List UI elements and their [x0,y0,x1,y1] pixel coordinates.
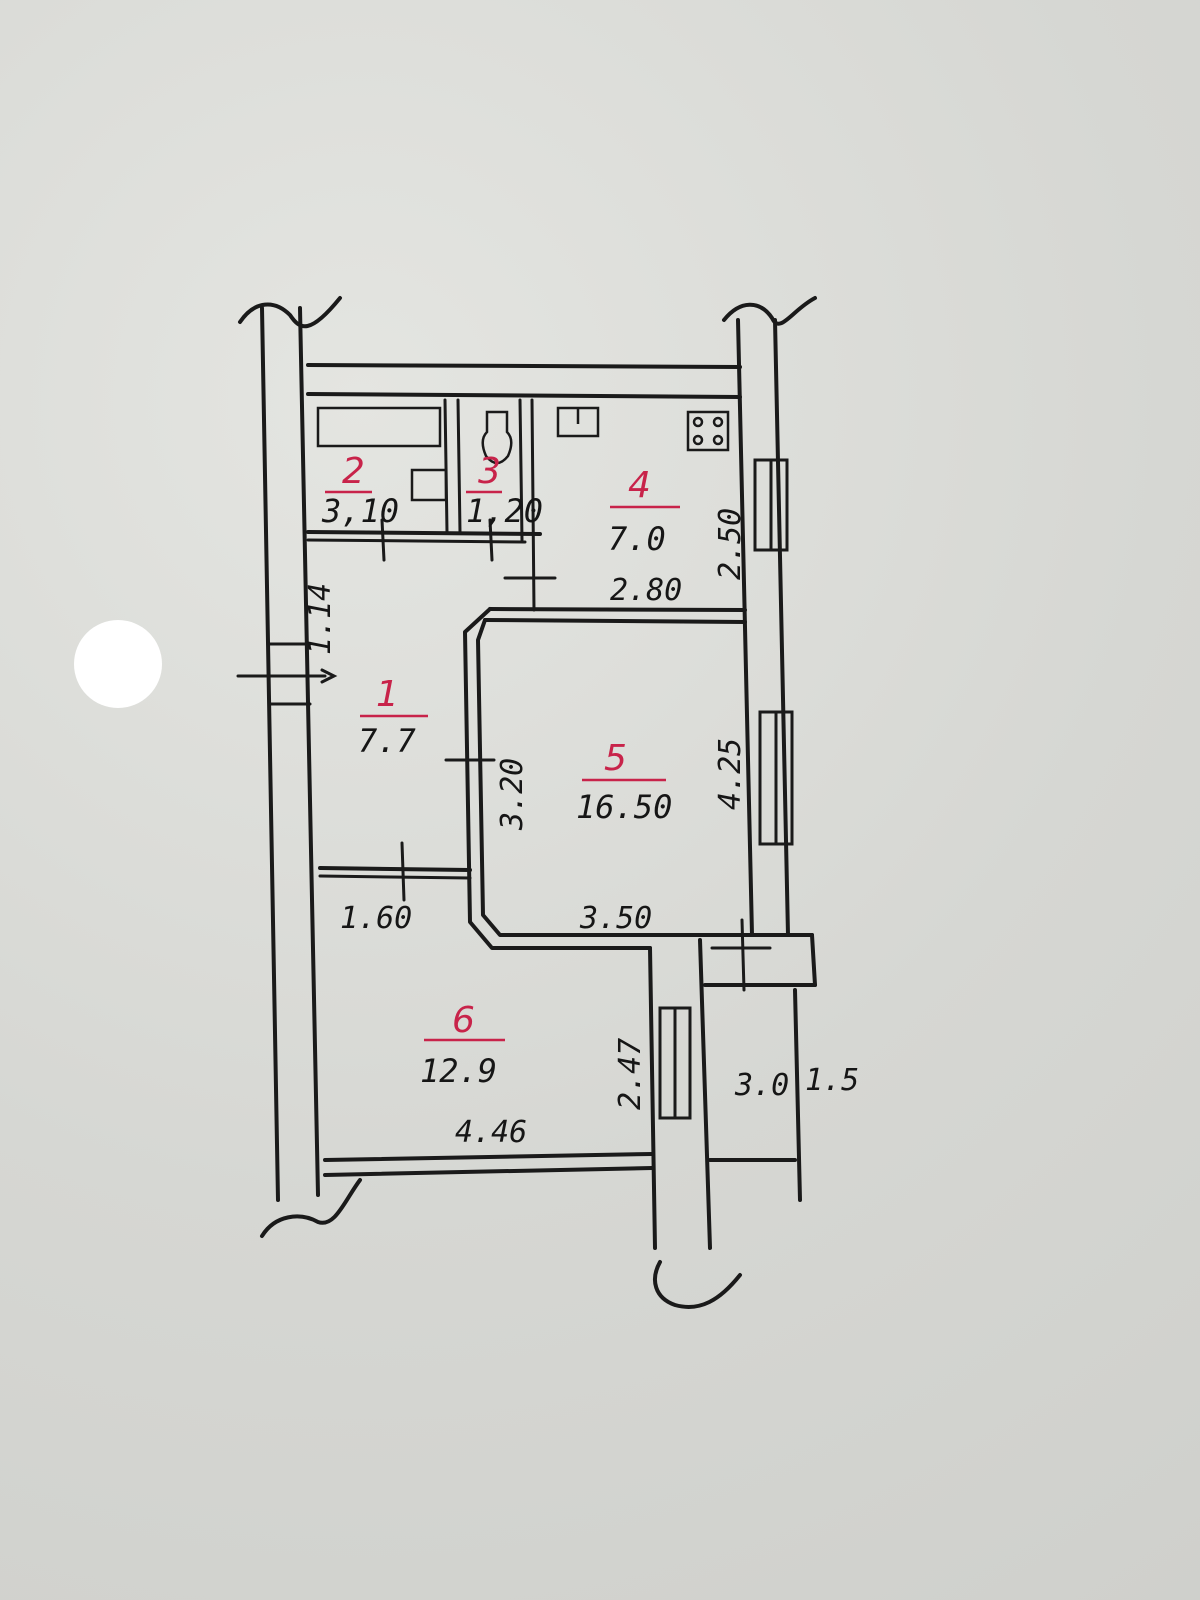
dim-kitchen-width: 2.80 [610,573,682,608]
dim-hall-depth: 1.14 [303,583,338,655]
room-2-number: 2 [342,451,365,492]
dim-living-depth-right: 4.25 [713,738,748,810]
dim-balcony-length: 3.0 [734,1068,789,1103]
room-5-area: 16.50 [576,788,672,826]
dim-living-width: 3.50 [579,901,652,936]
dim-hall-width: 1.60 [340,901,412,936]
room-1-area: 7.7 [358,722,416,760]
room-4-area: 7.0 [608,520,666,558]
sink-icon [410,468,448,502]
room-5-number: 5 [604,738,627,779]
dim-bedroom-depth: 2.47 [613,1038,648,1110]
walls [236,296,817,1309]
fixtures [316,406,730,502]
room-labels: 2 3,10 3 1,20 4 7.0 1 7.7 5 16.50 6 12.9 [321,451,680,1090]
dim-bedroom-width: 4.46 [455,1115,527,1150]
room-6-area: 12.9 [420,1052,497,1090]
dim-kitchen-depth: 2.50 [713,508,748,580]
dim-living-depth-left: 3.20 [495,758,530,831]
toilet-icon [481,410,513,465]
room-4-number: 4 [628,465,651,506]
room-6-number: 6 [452,1000,475,1041]
room-3-area: 1,20 [466,492,543,530]
bathtub-icon [316,406,442,448]
room-3-number: 3 [478,451,501,492]
room-2-area: 3,10 [321,492,399,530]
punch-hole [74,620,162,708]
room-1-number: 1 [376,674,399,715]
dimension-labels: 1.14 2.80 2.50 3.20 4.25 3.50 1.60 2.47 … [303,508,859,1150]
stove-icon [686,410,730,452]
dim-balcony-width: 1.5 [805,1063,859,1098]
